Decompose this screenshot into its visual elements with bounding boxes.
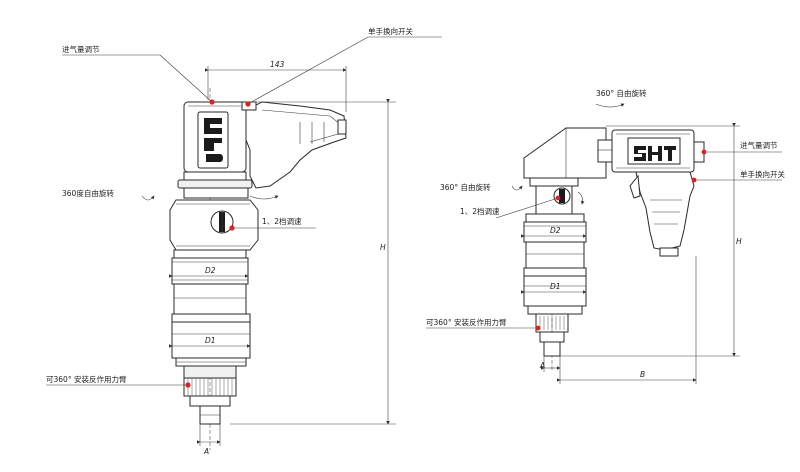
dim-a-left: A [203,447,209,456]
dim-d2-right: D2 [550,226,561,235]
marker-reverse-switch-left [245,101,251,107]
label-reaction-arm-right: 可360° 安装反作用力臂 [426,317,507,327]
left-dimensions: 143 H D2 D1 A [169,60,396,456]
label-speed-right: 1、2档调速 [460,206,500,216]
dim-h-right: H [736,237,742,246]
dim-143: 143 [270,60,285,69]
marker-speed-left [229,225,235,231]
marker-reaction-arm-right [535,325,541,331]
right-logo [634,146,676,161]
marker-reverse-switch-right [691,177,697,183]
label-rotate-left-right: 360° 自由旋转 [440,182,491,192]
label-speed-left: 1、2档调速 [262,216,302,226]
left-tool-drawing [141,88,347,450]
label-rotate-left: 360度自由旋转 [62,188,114,198]
right-callouts: 360° 自由旋转 360° 自由旋转 1、2档调速 进气量调节 单手换向开关 … [426,88,785,331]
marker-speed-right [555,195,561,201]
label-air-adjust-left: 进气量调节 [62,44,100,54]
left-logo [204,118,223,162]
marker-reaction-arm-left [185,382,191,388]
dim-b-right: B [640,370,645,379]
label-reverse-switch-left: 单手换向开关 [368,26,413,36]
dim-d1-right: D1 [550,282,561,291]
right-dimensions: H D2 D1 A B [521,123,742,384]
left-callouts: 进气量调节 单手换向开关 360度自由旋转 1、2档调速 可360° 安装反作用… [46,26,442,388]
label-reaction-arm-left: 可360° 安装反作用力臂 [46,374,127,384]
label-rotate-top-right: 360° 自由旋转 [596,88,647,98]
dim-a-right: A [539,361,545,370]
label-reverse-switch-right: 单手换向开关 [740,169,785,179]
marker-air-adjust-left [209,99,215,105]
label-air-adjust-right: 进气量调节 [740,140,778,150]
dim-h-left: H [380,243,386,252]
right-tool-drawing [523,127,705,372]
dim-d2-left: D2 [205,266,216,275]
marker-air-adjust-right [701,149,707,155]
dim-d1-left: D1 [205,336,216,345]
